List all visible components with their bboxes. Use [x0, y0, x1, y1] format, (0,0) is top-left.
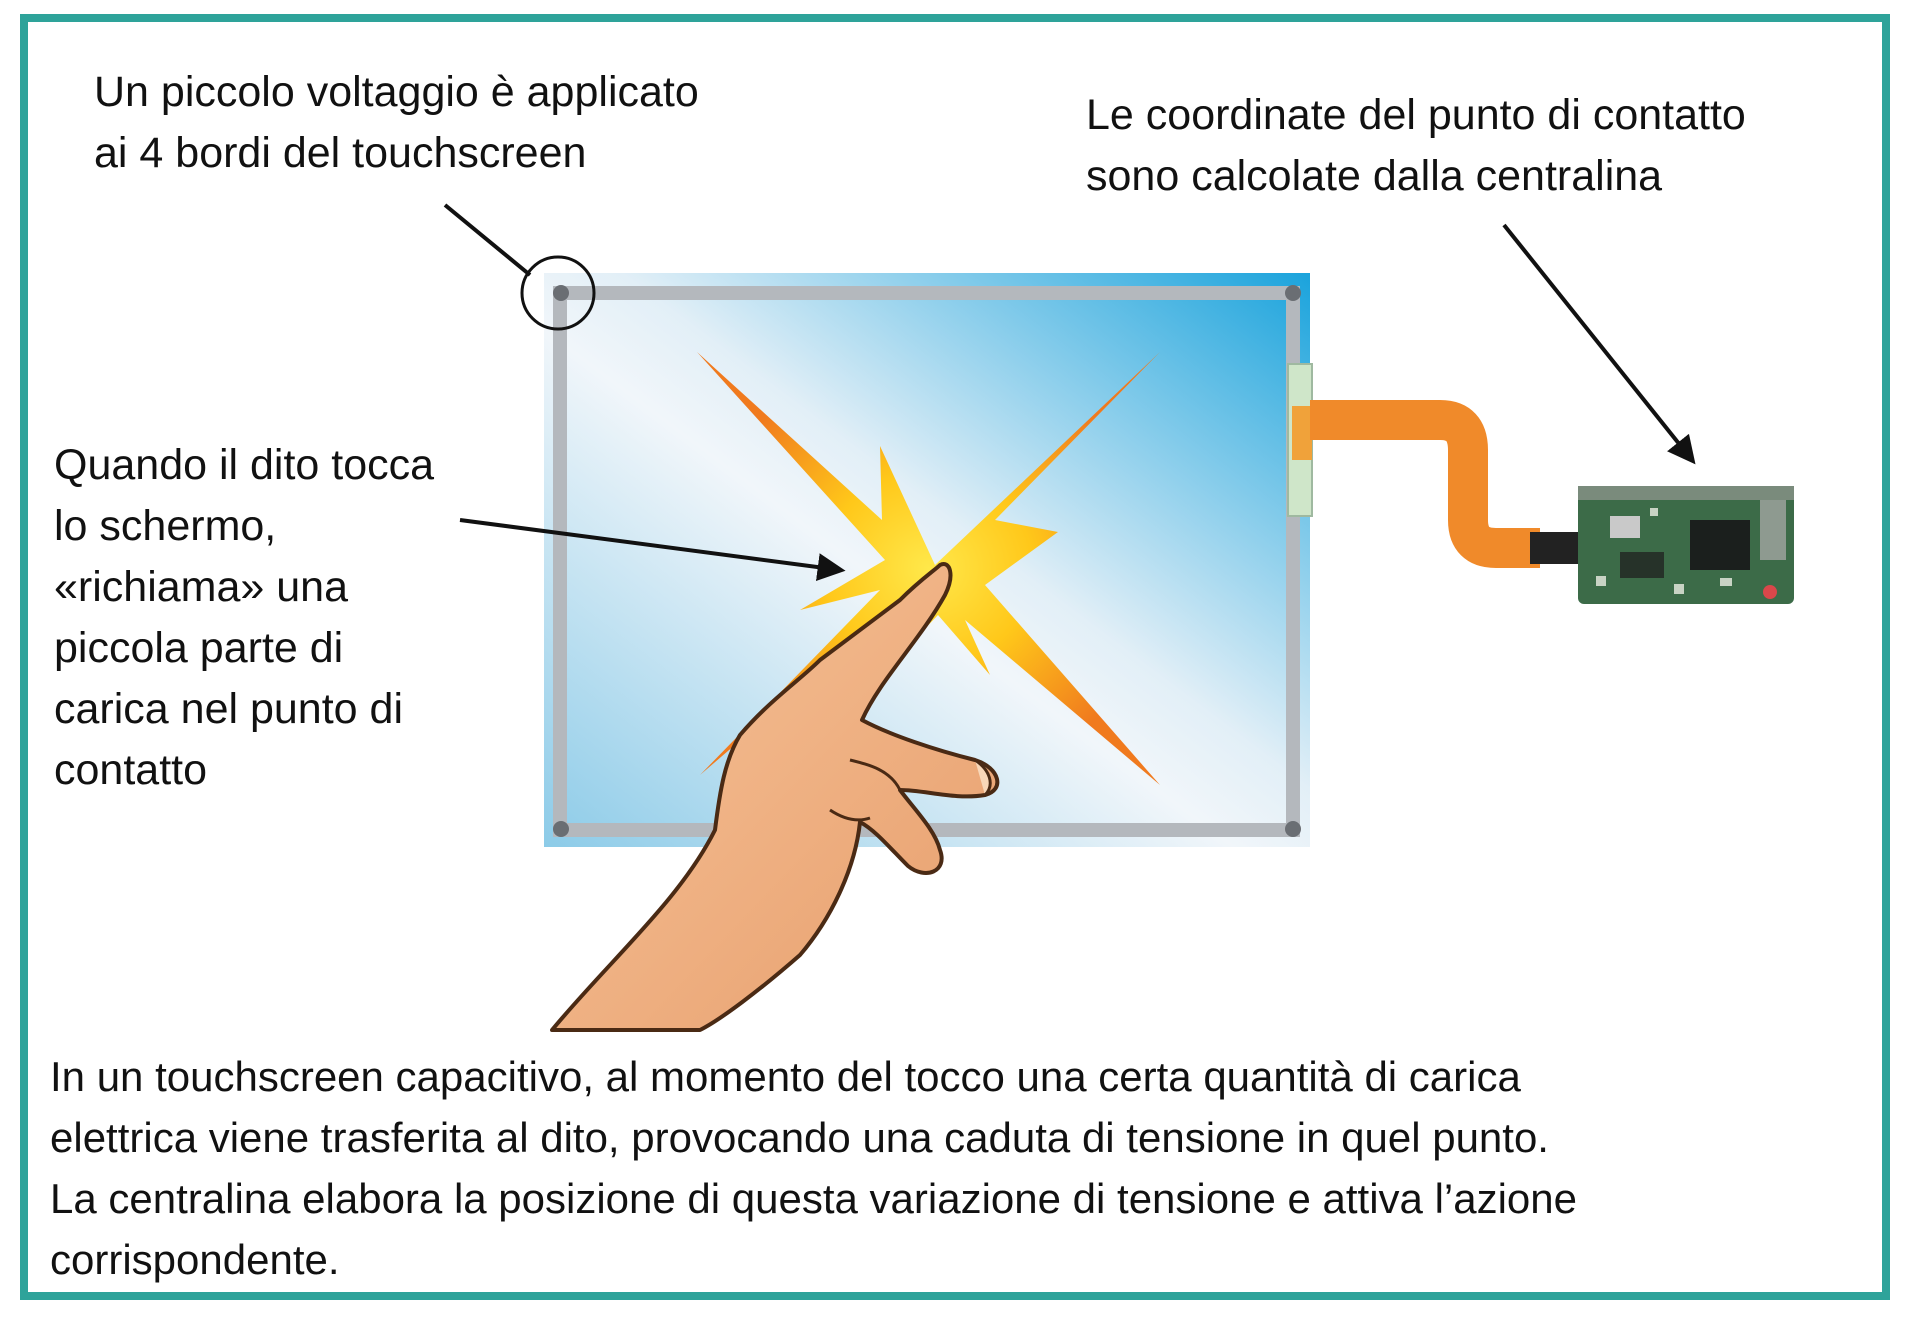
diagram-frame	[20, 14, 1890, 1300]
arrow-touch	[459, 518, 846, 581]
arrow-voltage	[443, 203, 532, 277]
caption-line: elettrica viene trasferita al dito, prov…	[50, 1114, 1549, 1161]
caption-paragraph: In un touchscreen capacitivo, al momento…	[50, 1046, 1577, 1290]
arrow-coords	[1502, 223, 1696, 465]
label-touch-line: carica nel punto di	[54, 685, 403, 733]
label-coordinates-line: sono calcolate dalla centralina	[1086, 152, 1663, 200]
label-coordinates-line: Le coordinate del punto di contatto	[1086, 91, 1746, 139]
controller-board-icon	[1578, 486, 1794, 604]
label-touch-line: «richiama» una	[54, 563, 349, 611]
corner-electrodes	[553, 285, 1301, 837]
label-coordinates: Le coordinate del punto di contatto sono…	[1086, 85, 1746, 207]
corner-highlight-circle	[520, 255, 596, 331]
caption-line: In un touchscreen capacitivo, al momento…	[50, 1053, 1521, 1100]
ribbon-cable-icon	[1310, 400, 1540, 568]
screen-connector	[1287, 363, 1313, 517]
label-voltage-line: Un piccolo voltaggio è applicato	[94, 68, 699, 116]
label-touch-line: piccola parte di	[54, 624, 344, 672]
label-touch-line: lo schermo,	[54, 502, 277, 550]
label-touch: Quando il dito tocca lo schermo, «richia…	[54, 435, 434, 801]
finger-hand-icon	[550, 562, 1000, 1032]
caption-line: corrispondente.	[50, 1236, 340, 1283]
label-voltage-line: ai 4 bordi del touchscreen	[94, 129, 587, 177]
label-touch-line: contatto	[54, 746, 207, 794]
caption-line: La centralina elabora la posizione di qu…	[50, 1175, 1577, 1222]
label-touch-line: Quando il dito tocca	[54, 441, 435, 489]
label-voltage: Un piccolo voltaggio è applicato ai 4 bo…	[94, 62, 699, 184]
